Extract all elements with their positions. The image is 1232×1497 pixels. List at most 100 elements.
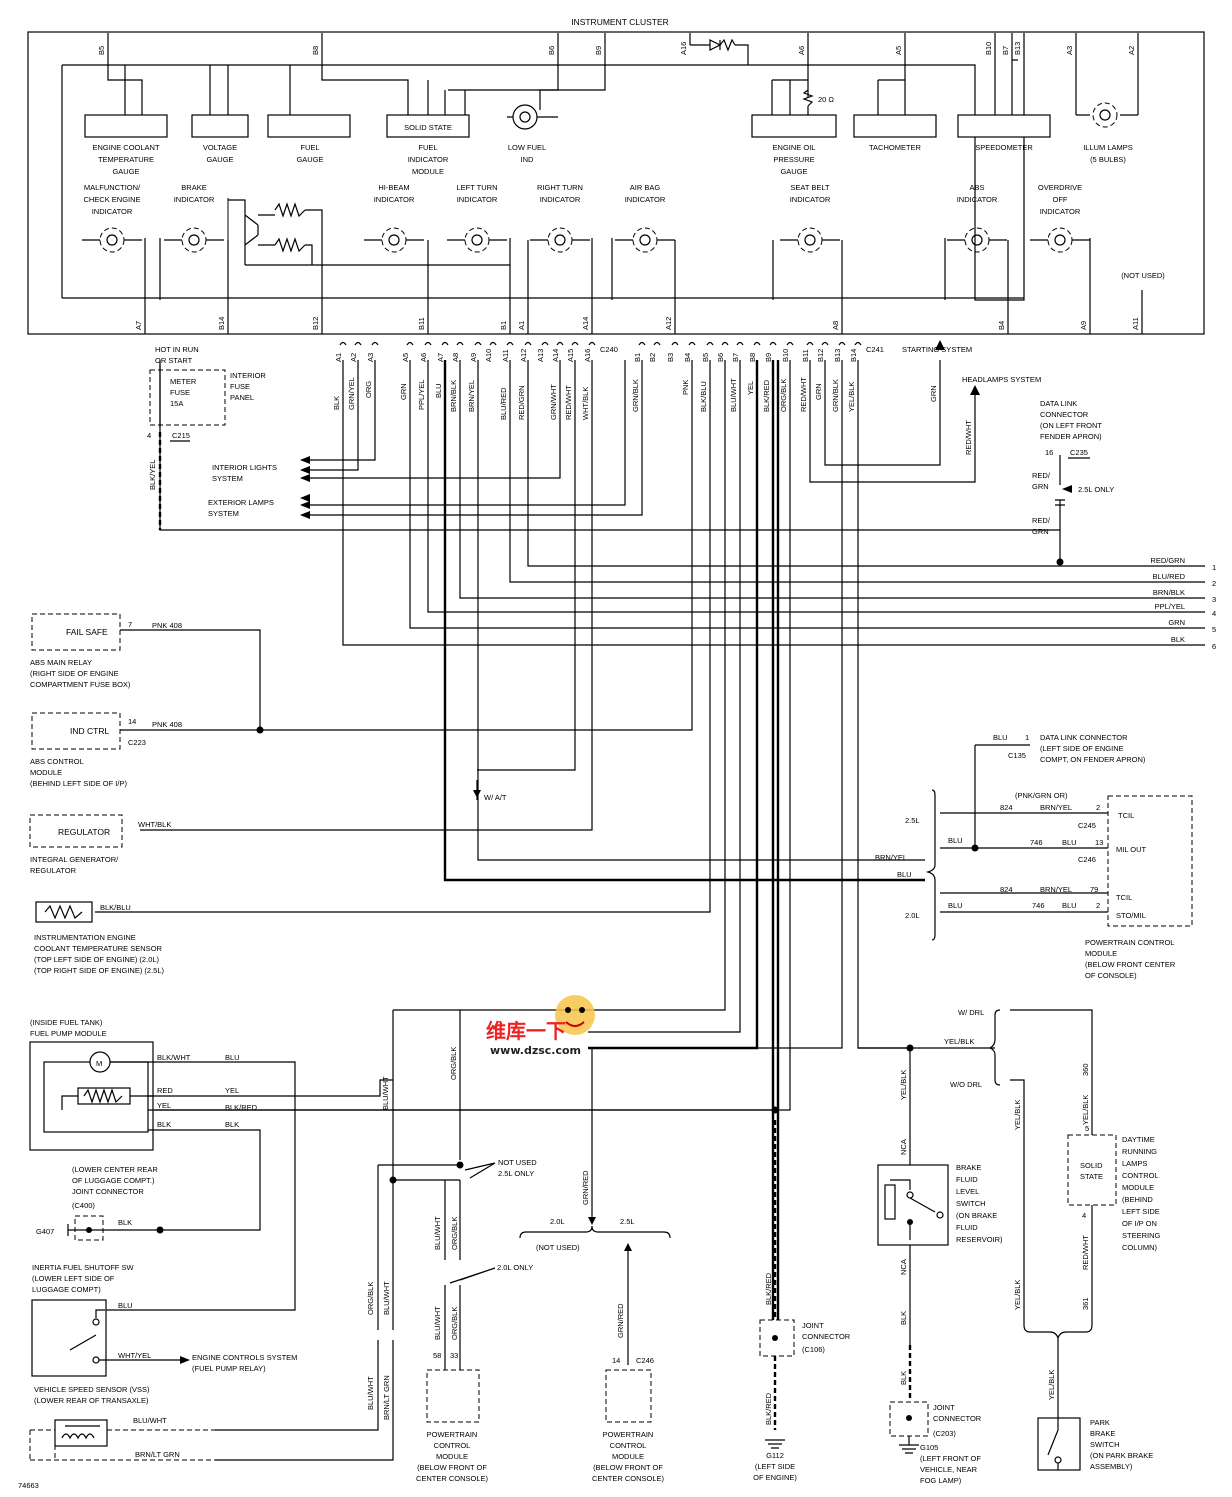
fp-wire: YEL: [157, 1101, 171, 1110]
wire-label: BLU: [434, 383, 443, 398]
fp-wire: BLK: [157, 1120, 171, 1129]
pnk-grn-or: (PNK/GRN OR): [1015, 791, 1068, 800]
wat-label: W/ A/T: [484, 793, 507, 802]
connector-pin: B13: [833, 349, 842, 362]
indicator-lamp-icon: [780, 227, 840, 253]
drl-pin5: 5: [1085, 1124, 1089, 1133]
connector-pin: A1: [334, 353, 343, 362]
blk-blu-label: BLK/BLU: [100, 903, 131, 912]
resistor-icon: [44, 904, 83, 920]
watermark-url: www.dzsc.com: [490, 1044, 581, 1057]
fuel-gauge-box: [267, 114, 351, 138]
wire-label: BRN/BLK: [449, 380, 458, 412]
nca-label: NCA: [899, 1259, 908, 1275]
blu-wht-label: BLU/WHT: [381, 1076, 390, 1110]
lamp-icon: [1092, 102, 1118, 128]
wire-label: PPL/YEL: [417, 380, 426, 410]
connector-pin: A15: [566, 349, 575, 362]
starting-system-label: STARTING SYSTEM: [902, 345, 972, 354]
indicator-lamp-icon: [615, 227, 675, 253]
c106-label: (C106): [802, 1345, 825, 1354]
red-wht-label: RED/WHT: [964, 420, 973, 455]
connector-pin: B8: [748, 353, 757, 362]
w746: 746: [1032, 901, 1045, 910]
c135-label: C135: [1008, 751, 1026, 760]
blk-red-label: BLK/RED: [764, 1272, 773, 1305]
wire-label: BLU/WHT: [729, 378, 738, 412]
brn-lt-grn-label: BRN/LT GRN: [382, 1375, 391, 1420]
pin-label: A1: [517, 321, 526, 330]
g407-label: G407: [36, 1227, 54, 1236]
wire-label: BLK: [332, 396, 341, 410]
pcm-right: BLU 1 C135 DATA LINK CONNECTOR(LEFT SIDE…: [875, 733, 1193, 980]
generator-label: INTEGRAL GENERATOR/REGULATOR: [30, 855, 119, 875]
fp-wire: BLU: [225, 1053, 240, 1062]
instrument-cluster: INSTRUMENT CLUSTER B5 B8 B6 B9 A16 A6 A5: [27, 17, 1205, 335]
cluster-title: INSTRUMENT CLUSTER: [571, 17, 669, 27]
dlc-left-pin: 1: [1025, 733, 1029, 742]
wire-label: BLK/RED: [762, 379, 771, 412]
abs-main-relay: FAIL SAFE 7 PNK 408 ABS MAIN RELAY(RIGHT…: [30, 613, 261, 730]
connector-pin: B4: [683, 353, 692, 362]
wht-blk-label: WHT/BLK: [138, 820, 171, 829]
blk-label: BLK: [118, 1218, 132, 1227]
out-wire-label: PPL/YEL: [1155, 602, 1185, 611]
indicator-lamp-icon: [947, 227, 1007, 253]
pcm-pin: 33: [450, 1351, 458, 1360]
connector-pin: A16: [583, 349, 592, 362]
pin-label: B13: [1013, 42, 1022, 55]
pin-2: 2: [1096, 901, 1100, 910]
connector-pin: A9: [469, 353, 478, 362]
coolant-gauge-box: [84, 114, 168, 138]
diode-icon: [709, 39, 722, 51]
indicator-lamp-icon: [447, 227, 507, 253]
c203-label: (C203): [933, 1429, 956, 1438]
red-grn-label: RED/GRN: [1032, 471, 1051, 491]
yel-blk-label: YEL/BLK: [1013, 1100, 1022, 1130]
wire-label: YEL: [746, 381, 755, 395]
wire-label: GRN: [814, 383, 823, 400]
blk-label: BLK: [899, 1311, 908, 1325]
pin-79: 79: [1090, 885, 1098, 894]
connector-pin: B5: [701, 353, 710, 362]
l25-label: 2.5L: [905, 816, 920, 825]
ground-icon: [765, 1439, 785, 1449]
coil-icon: [61, 1433, 95, 1440]
pin-label: B4: [997, 321, 1006, 330]
out-wire-label: BLK: [1171, 635, 1185, 644]
harness-wires: [95, 360, 1205, 1320]
resistor-icon: [802, 89, 814, 107]
pnk-408-label: PNK 408: [152, 720, 182, 729]
pcm-feed-wires: BLU/WHT ORG/BLK BLU/WHT ORG/BLK BLU/WHT …: [366, 1010, 537, 1483]
not-used-paren: (NOT USED): [536, 1243, 580, 1252]
org-blk-label: ORG/BLK: [366, 1282, 375, 1315]
pin-label: B8: [311, 46, 320, 55]
wire-label: YEL/BLK: [847, 382, 856, 412]
yel-blk-label: YEL/BLK: [1047, 1370, 1056, 1400]
w361: 361: [1081, 1297, 1090, 1310]
fp-wire: BLK/WHT: [157, 1053, 191, 1062]
connector-pin: B7: [731, 353, 740, 362]
org-blk-label: ORG/BLK: [450, 1307, 459, 1340]
tachometer-box: [853, 114, 937, 138]
red-wht-label: RED/WHT: [1081, 1235, 1090, 1270]
pin-label: A8: [831, 321, 840, 330]
l20b-label: 2.0L: [550, 1217, 565, 1226]
solid-state-label: SOLID STATE: [404, 123, 452, 132]
